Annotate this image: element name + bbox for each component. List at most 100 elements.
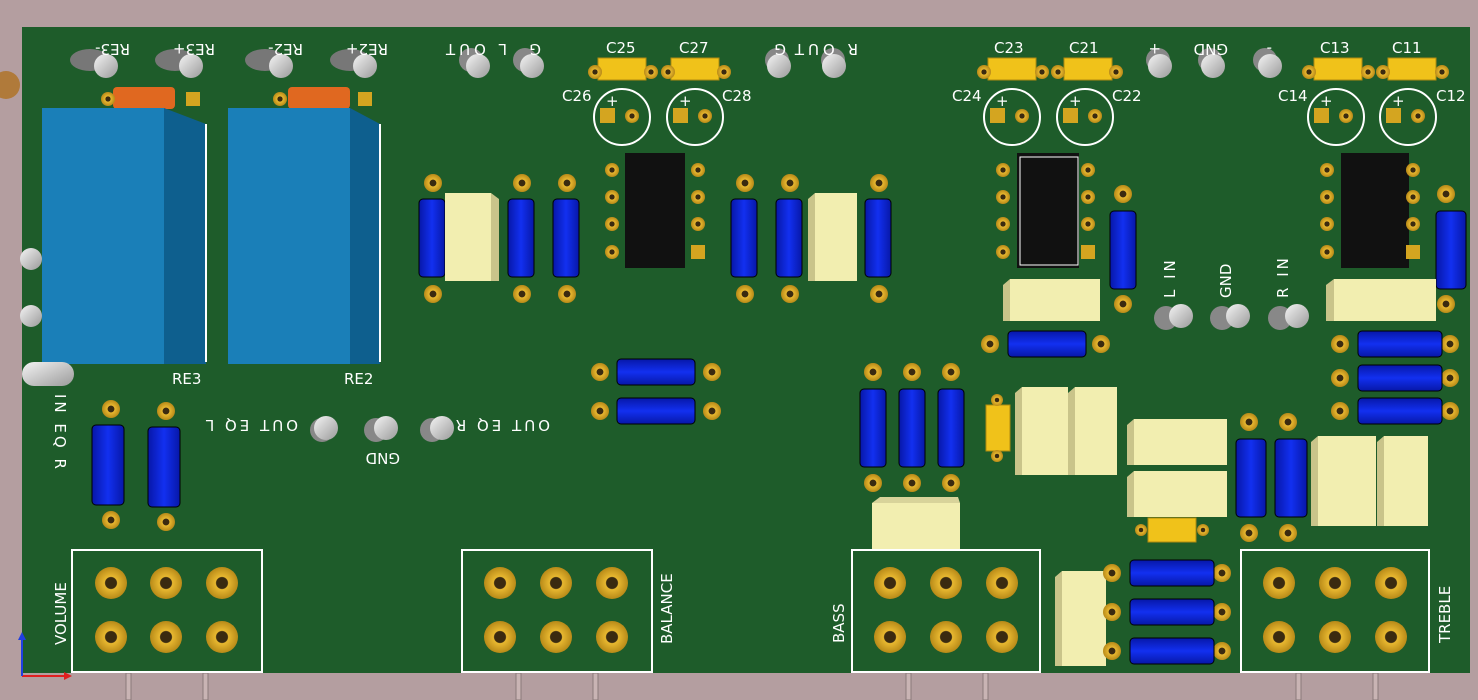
svg-text:RE3+: RE3+ — [173, 40, 215, 58]
resistors-vertical-mid[interactable] — [91, 363, 1308, 542]
film-cap — [1311, 436, 1376, 526]
resistor-v — [1274, 413, 1308, 542]
svg-text:+: + — [1392, 92, 1405, 110]
resistor-h — [981, 330, 1110, 358]
svg-text:VOLUME: VOLUME — [52, 582, 70, 645]
svg-text:GND: GND — [1217, 264, 1235, 298]
pot-volume[interactable] — [71, 549, 263, 673]
resistors-vertical-top[interactable] — [418, 174, 1467, 313]
resistor-v — [507, 174, 535, 303]
cap-c13 — [1302, 57, 1375, 81]
terminal-plus — [1146, 48, 1172, 78]
terminal-re3-minus — [70, 49, 118, 78]
ic-u1[interactable] — [605, 153, 705, 268]
film-cap — [1127, 419, 1227, 465]
terminal-re2-minus — [245, 49, 293, 78]
svg-text:G: G — [774, 40, 786, 58]
svg-text:IN EQ R: IN EQ R — [51, 394, 69, 472]
resistors-horizontal[interactable] — [591, 330, 1459, 665]
terminal-out-eq-l — [310, 416, 338, 442]
terminal-re2-plus — [330, 49, 377, 78]
resistor-v — [1235, 413, 1267, 542]
svg-text:+: + — [1148, 40, 1161, 58]
film-cap — [1055, 571, 1106, 666]
cap-c21 — [1051, 57, 1123, 81]
svg-text:RE2-: RE2- — [268, 40, 303, 58]
film-caps[interactable] — [445, 193, 1436, 666]
resistor-h — [591, 397, 721, 425]
svg-text:+: + — [996, 92, 1009, 110]
film-cap — [872, 497, 960, 549]
terminal-gnd-in — [1210, 304, 1250, 330]
film-cap — [445, 193, 499, 281]
film-cap — [1003, 279, 1100, 321]
svg-text:+: + — [606, 92, 619, 110]
relay-label-re2: RE2 — [344, 370, 373, 388]
svg-text:+: + — [1320, 92, 1333, 110]
resistor-h — [1331, 364, 1459, 392]
relay-re3[interactable] — [42, 87, 207, 364]
svg-text:RE2+: RE2+ — [346, 40, 388, 58]
resistor-h — [1331, 330, 1459, 358]
ic-u3[interactable] — [1320, 153, 1420, 268]
resistor-h — [591, 358, 721, 386]
left-edge-connectors — [20, 248, 74, 386]
cap-labels-top: C25 C27 C26 C28 C23 C21 C24 C22 C13 C11 … — [562, 39, 1466, 105]
resistor-v — [418, 174, 446, 303]
svg-text:C24: C24 — [952, 87, 982, 105]
pot-treble[interactable] — [1240, 549, 1430, 673]
svg-text:C21: C21 — [1069, 39, 1099, 57]
svg-text:OUT EQ R: OUT EQ R — [453, 416, 550, 434]
film-cap — [1127, 471, 1227, 517]
svg-text:C22: C22 — [1112, 87, 1142, 105]
resistor-v — [1109, 185, 1137, 313]
resistor-v — [898, 363, 926, 492]
terminal-g-right — [765, 48, 791, 78]
resistor-h — [1331, 397, 1459, 425]
pot-balance[interactable] — [461, 549, 653, 673]
cap-c25 — [588, 57, 658, 81]
resistor-v — [1435, 185, 1467, 313]
svg-text:L OUT: L OUT — [442, 40, 507, 58]
film-cap — [1015, 387, 1068, 475]
svg-text:BASS: BASS — [830, 603, 848, 643]
svg-text:G: G — [529, 40, 541, 58]
svg-text:C14: C14 — [1278, 87, 1308, 105]
svg-text:R IN: R IN — [1274, 255, 1292, 298]
svg-text:R OUT: R OUT — [791, 40, 858, 58]
electrolytic-pads: ++ ++ ++ — [600, 92, 1425, 123]
smd-cap-v — [985, 394, 1011, 462]
terminal-l-in — [1154, 304, 1193, 330]
svg-text:BALANCE: BALANCE — [658, 573, 676, 644]
mid-terminals[interactable] — [310, 304, 1309, 442]
svg-text:C25: C25 — [606, 39, 636, 57]
smd-caps-mid[interactable] — [985, 394, 1209, 543]
svg-text:C27: C27 — [679, 39, 709, 57]
terminal-gnd — [1198, 48, 1225, 78]
relay-re2[interactable] — [228, 87, 381, 364]
svg-text:C13: C13 — [1320, 39, 1350, 57]
cap-c27 — [661, 57, 731, 81]
resistor-h — [1103, 637, 1231, 665]
resistor-v — [91, 400, 125, 529]
film-cap — [1068, 387, 1117, 475]
top-terminals[interactable] — [70, 48, 1282, 78]
electrolytic-footprints[interactable] — [593, 88, 1437, 146]
pot-bass[interactable] — [851, 549, 1041, 673]
resistor-v — [730, 174, 758, 303]
smd-caps-top[interactable] — [588, 57, 1449, 81]
ic-u2[interactable] — [996, 153, 1095, 268]
film-cap — [1326, 279, 1436, 321]
terminal-out-eq-r — [420, 416, 454, 442]
resistor-v — [552, 174, 580, 303]
terminal-gnd-eq — [364, 416, 398, 442]
svg-text:C23: C23 — [994, 39, 1024, 57]
svg-text:C28: C28 — [722, 87, 752, 105]
resistor-h — [1103, 559, 1231, 587]
resistor-v — [859, 363, 887, 492]
resistor-v — [937, 363, 965, 492]
terminal-g-left — [513, 48, 544, 78]
terminal-minus — [1253, 48, 1282, 78]
svg-text:C11: C11 — [1392, 39, 1422, 57]
